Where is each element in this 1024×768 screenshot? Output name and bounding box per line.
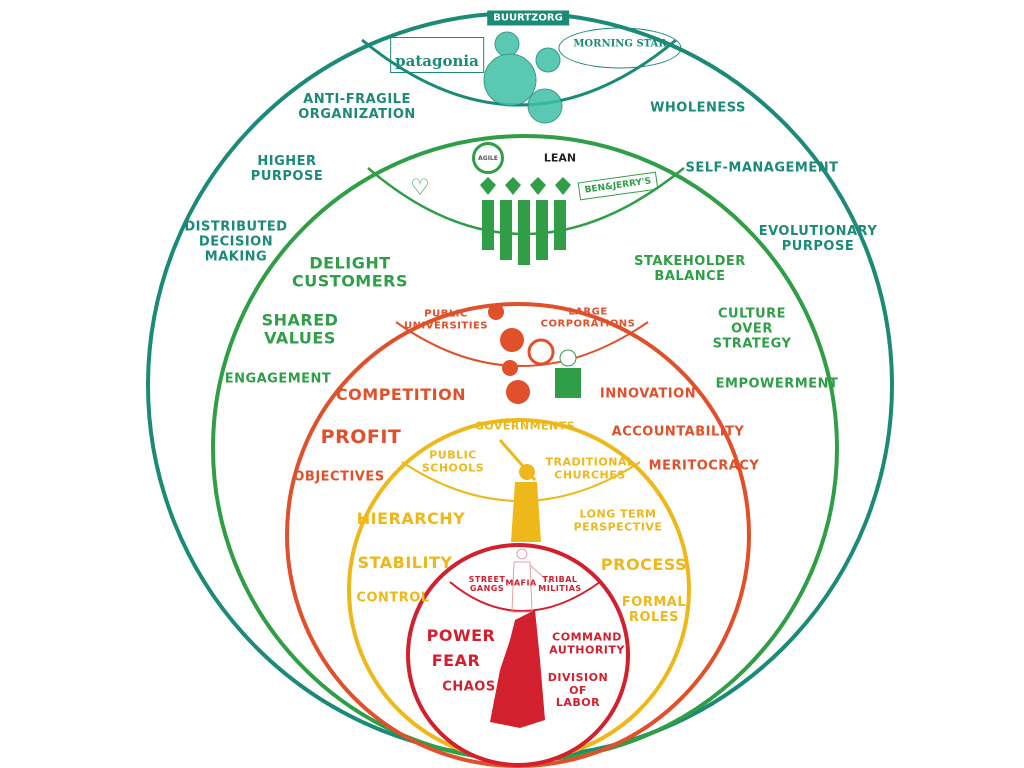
- buurtzorg-logo: BUURTZORG: [487, 10, 569, 26]
- label-delight-customers: DELIGHT CUSTOMERS: [292, 253, 408, 291]
- label-shared-values: SHARED VALUES: [261, 310, 339, 348]
- morning-star-logo: MORNING STAR: [558, 27, 682, 69]
- example-large-corporations: LARGE CORPORATIONS: [540, 306, 636, 330]
- label-competition: COMPETITION: [335, 384, 467, 404]
- label-objectives: OBJECTIVES: [293, 469, 385, 485]
- patagonia-logo: patagonia: [390, 37, 484, 73]
- teal-lens-arc: [361, 38, 677, 107]
- label-meritocracy: MERITOCRACY: [648, 458, 760, 474]
- example-traditional-churches: TRADITIONAL CHURCHES: [545, 455, 635, 481]
- label-formal-roles: FORMAL ROLES: [621, 595, 687, 625]
- example-street-gangs: STREET GANGS: [468, 574, 506, 593]
- winged-heart-logo: ♡: [410, 175, 430, 201]
- label-stability: STABILITY: [357, 552, 453, 572]
- example-tribal-militias: TRIBAL MILITIAS: [538, 574, 582, 593]
- lean-logo: LEAN: [543, 151, 577, 165]
- label-evolutionary-purpose: EVOLUTIONARY PURPOSE: [758, 224, 878, 254]
- label-culture-over-strategy: CULTURE OVER STRATEGY: [712, 306, 792, 352]
- label-command-authority: COMMAND AUTHORITY: [549, 630, 625, 656]
- team-figures-icon: [480, 177, 571, 265]
- label-anti-fragile-organization: ANTI-FRAGILE ORGANIZATION: [298, 92, 416, 122]
- label-distributed-decision-making: DISTRIBUTED DECISION MAKING: [184, 219, 288, 265]
- example-governments: GOVERNMENTS: [474, 419, 576, 433]
- red-lens-arc: [449, 581, 601, 612]
- label-profit: PROFIT: [320, 426, 402, 449]
- buurtzorg-bubbles-icon: [483, 31, 563, 124]
- label-process: PROCESS: [600, 554, 688, 574]
- label-accountability: ACCOUNTABILITY: [611, 424, 745, 440]
- orange-lens-arc: [395, 321, 649, 367]
- agile-logo: AGILE: [472, 142, 504, 174]
- label-chaos: CHAOS: [442, 679, 496, 695]
- label-fear: FEAR: [431, 650, 481, 670]
- label-division-of-labor: DIVISION OF LABOR: [547, 671, 609, 710]
- label-long-term-perspective: LONG TERM PERSPECTIVE: [573, 507, 663, 533]
- label-engagement: ENGAGEMENT: [224, 371, 332, 387]
- label-wholeness: WHOLENESS: [650, 100, 746, 116]
- label-empowerment: EMPOWERMENT: [715, 376, 839, 392]
- gears-icon: [488, 304, 555, 404]
- label-innovation: INNOVATION: [599, 386, 697, 402]
- example-mafia: MAFIA: [505, 578, 537, 588]
- example-public-universities: PUBLIC UNIVERSITIES: [404, 308, 488, 332]
- label-hierarchy: HIERARCHY: [356, 508, 466, 528]
- label-control: CONTROL: [356, 590, 430, 606]
- label-self-management: SELF-MANAGEMENT: [685, 160, 839, 176]
- label-power: POWER: [426, 625, 496, 645]
- label-stakeholder-balance: STAKEHOLDER BALANCE: [634, 254, 746, 284]
- example-public-schools: PUBLIC SCHOOLS: [421, 448, 485, 474]
- wolf-figure-icon: [490, 610, 545, 728]
- soldier-figure-icon: [498, 439, 541, 542]
- person-shrug-icon: [555, 349, 581, 398]
- label-higher-purpose: HIGHER PURPOSE: [250, 154, 324, 184]
